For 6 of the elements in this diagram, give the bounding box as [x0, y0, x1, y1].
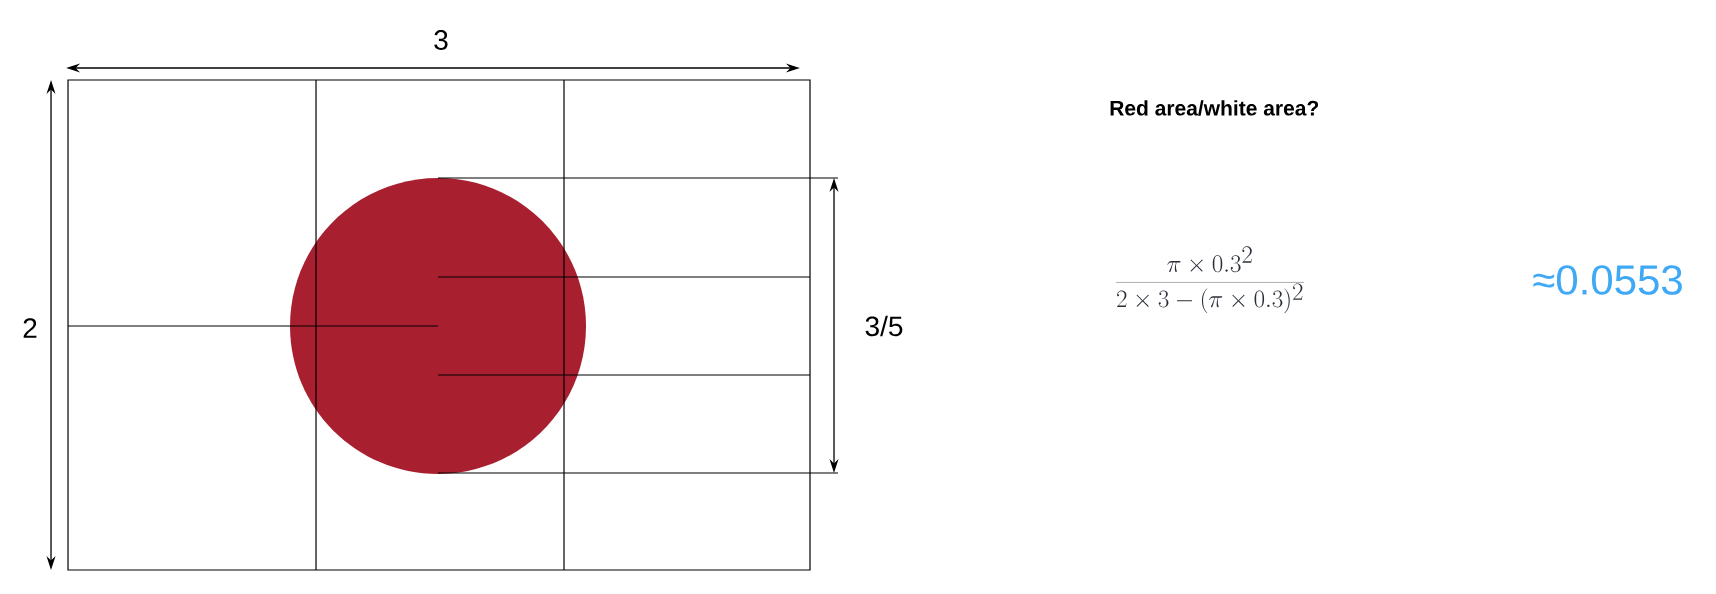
dimension-label: 2: [23, 318, 37, 338]
result-value: ≈0.0553: [1533, 265, 1682, 295]
dimension-label: 3: [434, 30, 448, 50]
question-text: Red area/white area?: [1110, 100, 1319, 116]
dimension-label: 3/5: [865, 315, 903, 337]
formula: $\frac{\pi\times 0.3^{2}}{2\times 3-(\pi\times 0.3)^{2}}$: [1116, 246, 1304, 314]
